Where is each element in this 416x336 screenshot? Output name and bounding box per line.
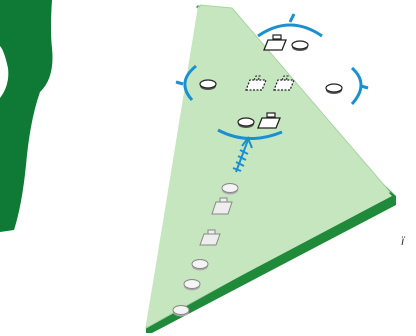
direction-arrow-icon bbox=[232, 135, 253, 173]
round-token-icon bbox=[237, 117, 255, 128]
reach-arc-left bbox=[175, 64, 197, 101]
clipboard-card-icon bbox=[263, 34, 287, 51]
dashed-card-placeholder-icon bbox=[273, 75, 295, 91]
clipboard-card-icon bbox=[211, 197, 233, 215]
round-token-icon bbox=[325, 83, 343, 94]
figure-silhouette-icon bbox=[0, 0, 53, 232]
round-token-icon bbox=[183, 279, 201, 291]
clipboard-card-icon bbox=[199, 229, 221, 246]
dashed-card-placeholder-icon bbox=[245, 75, 267, 91]
round-token-icon bbox=[291, 40, 309, 51]
board-edge bbox=[146, 192, 396, 333]
reach-arc-right bbox=[350, 66, 369, 106]
round-token-icon bbox=[191, 259, 209, 271]
round-token-icon bbox=[221, 183, 239, 195]
clipboard-card-icon bbox=[257, 112, 281, 129]
reach-arc-top bbox=[257, 13, 323, 38]
round-token-icon bbox=[199, 79, 217, 90]
caption-text: ï bbox=[401, 234, 405, 248]
round-token-icon bbox=[172, 305, 190, 317]
